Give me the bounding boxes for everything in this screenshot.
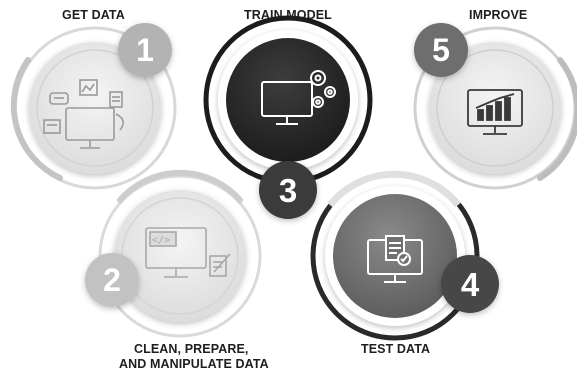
step-2-label-line1: CLEAN, PREPARE, bbox=[134, 342, 249, 356]
monitor-gears-icon bbox=[261, 70, 336, 125]
step-5-arc bbox=[537, 57, 577, 181]
step-1-get-data: 1 bbox=[10, 23, 177, 190]
step-4-test-data: 4 bbox=[310, 170, 499, 341]
step-3-disc bbox=[226, 38, 350, 162]
checklist-icon bbox=[367, 235, 423, 283]
step-5-number-badge bbox=[414, 23, 468, 77]
step-1-label: GET DATA bbox=[62, 8, 125, 22]
step-3-label: TRAIN MODEL bbox=[244, 8, 332, 22]
step-2-clean-prepare: </> 2 bbox=[85, 169, 262, 338]
step-5-inner-ring bbox=[436, 49, 554, 167]
step-2-label-line2: AND MANIPULATE DATA bbox=[119, 357, 269, 371]
data-collection-icon bbox=[43, 79, 124, 149]
step-4-number-badge bbox=[441, 255, 499, 313]
step-4-arc-gap bbox=[327, 170, 461, 208]
step-2-number: 2 bbox=[103, 262, 121, 298]
step-3-number-badge bbox=[259, 161, 317, 219]
svg-text:</>: </> bbox=[152, 235, 170, 246]
step-3-train-model: 3 bbox=[203, 15, 373, 219]
step-5-label: IMPROVE bbox=[469, 8, 528, 22]
growth-chart-icon bbox=[467, 89, 523, 135]
step-4-label: TEST DATA bbox=[361, 342, 431, 356]
step-5-improve: 5 bbox=[413, 23, 577, 190]
step-2-disc bbox=[114, 190, 246, 322]
code-and-edit-icon: </> bbox=[145, 227, 231, 278]
step-2-arc bbox=[117, 169, 243, 203]
step-2-number-badge bbox=[85, 253, 139, 307]
step-1-number-badge bbox=[118, 23, 172, 77]
step-5-disc bbox=[429, 42, 561, 174]
step-1-inner-ring bbox=[36, 49, 154, 167]
step-1-number: 1 bbox=[136, 32, 154, 68]
step-3-number: 3 bbox=[279, 172, 297, 209]
step-5-number: 5 bbox=[432, 32, 450, 68]
step-4-number: 4 bbox=[461, 266, 480, 303]
step-1-arc bbox=[10, 57, 63, 181]
